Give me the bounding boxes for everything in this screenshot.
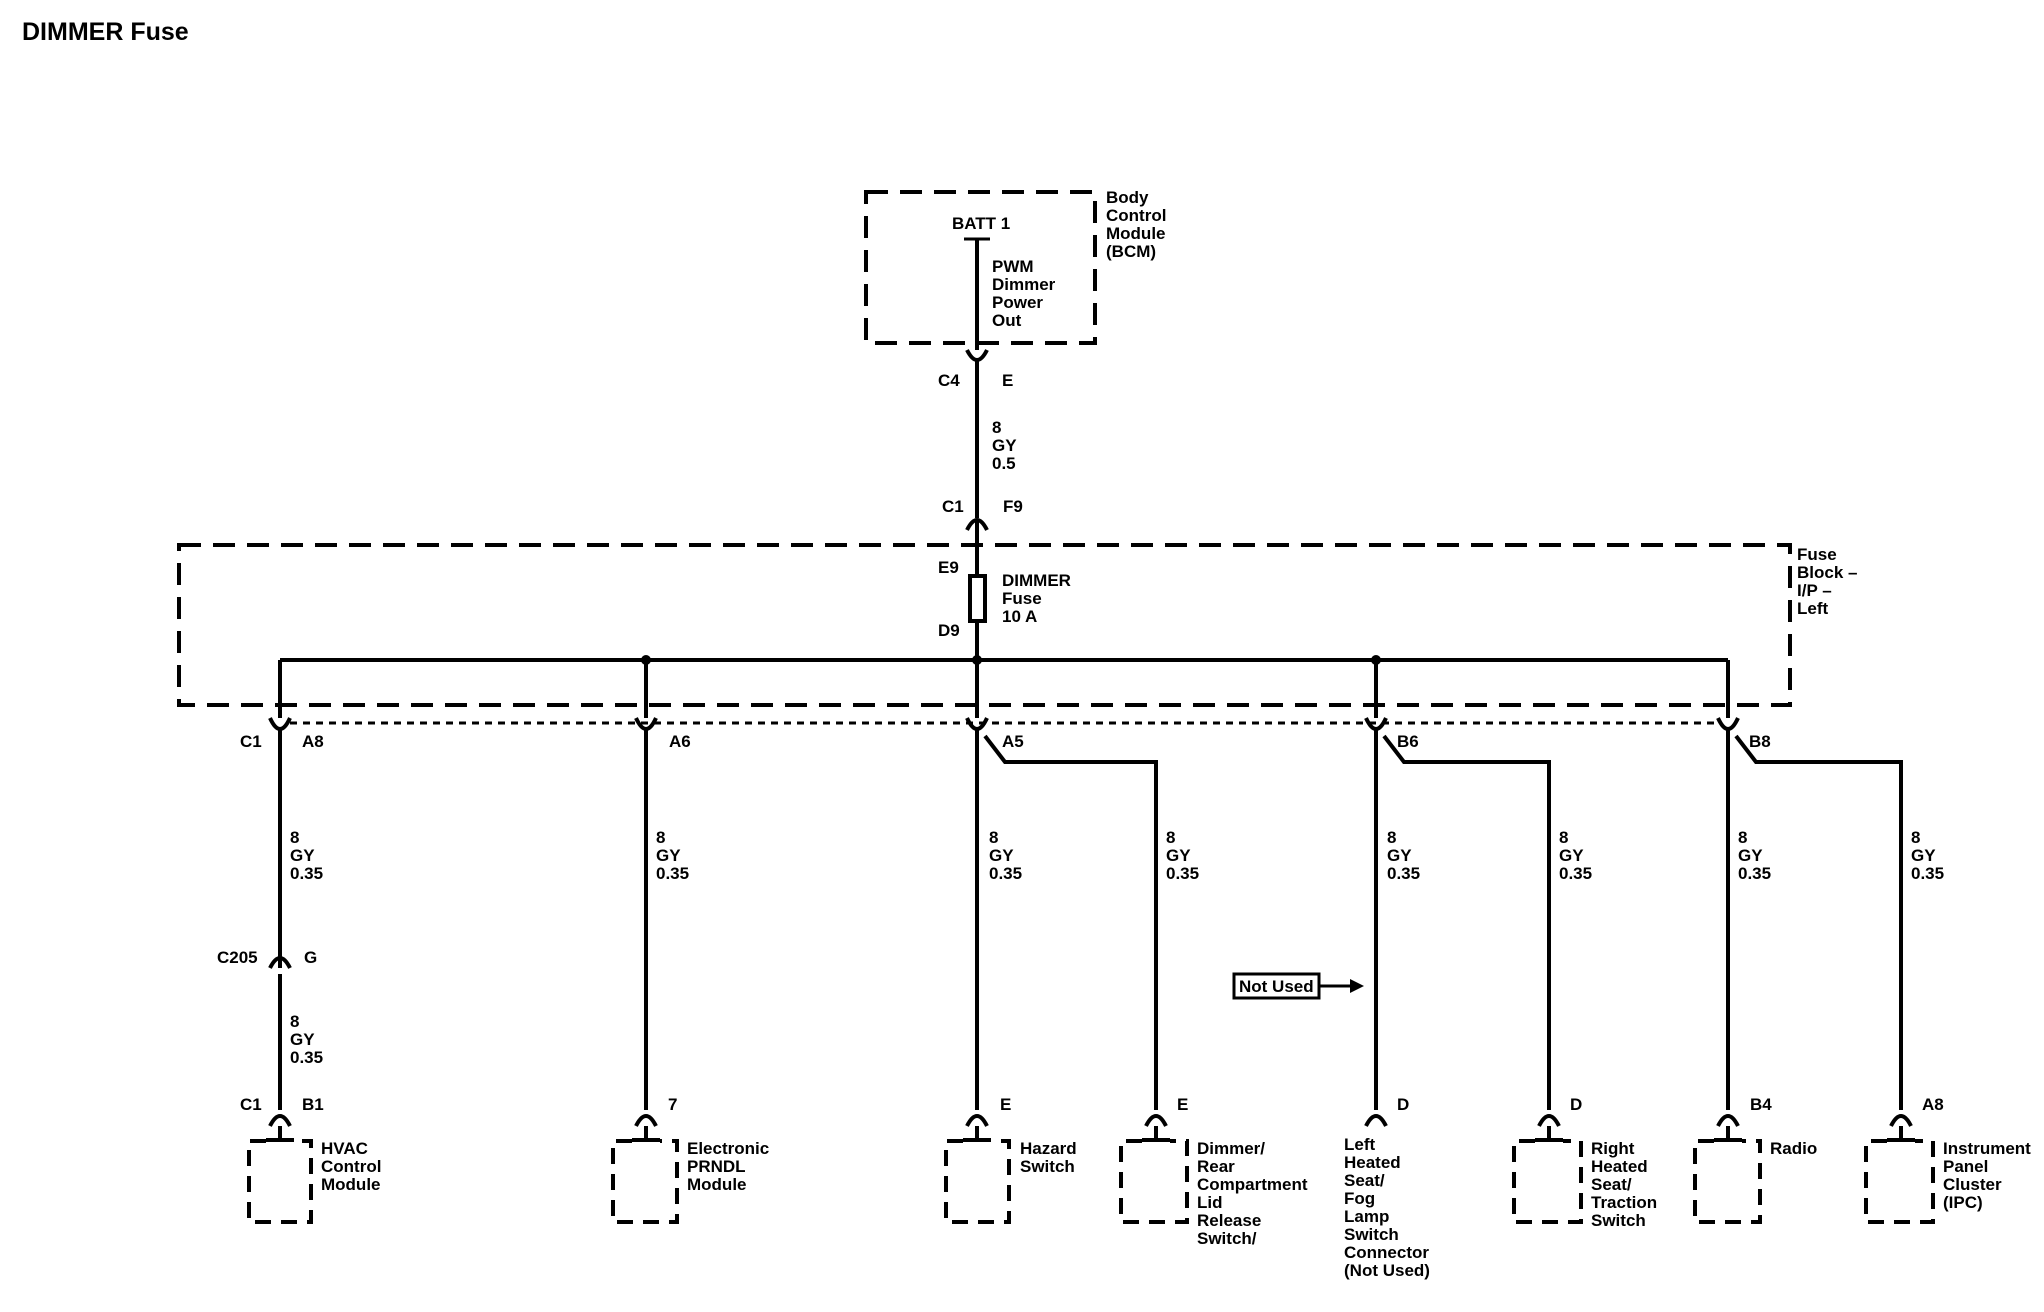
branch-7-wire-label: 8 GY 0.35: [1738, 828, 1771, 883]
connector-c205-female: [268, 956, 292, 969]
branch-5-end-pin-label: D: [1397, 1095, 1409, 1114]
branch-4-end-pin-label: E: [1177, 1095, 1188, 1114]
fuse-top-terminal-label: E9: [938, 558, 959, 577]
connector-c1-a5-female: [965, 717, 989, 731]
branch-7-end-pin-label: B4: [1750, 1095, 1772, 1114]
branch-dimmer-rear-wire: [983, 734, 1158, 1110]
branch-3-pin-label: A5: [1002, 732, 1024, 751]
connector-c205-pin-label: G: [304, 948, 317, 967]
dimmer-rear-switch-label: Dimmer/ Rear Compartment Lid Release Swi…: [1197, 1139, 1312, 1248]
connector-c4-label: C4: [938, 371, 960, 390]
left-seat-connector-label: Left Heated Seat/ Fog Lamp Switch Connec…: [1344, 1135, 1434, 1280]
radio-connector-female: [1716, 1114, 1740, 1127]
dimmer-fuse-label: DIMMER Fuse 10 A: [1002, 571, 1076, 626]
left-seat-connector-female: [1364, 1114, 1388, 1127]
prndl-connector-female: [634, 1114, 658, 1127]
right-seat-switch-label: Right Heated Seat/ Traction Switch: [1591, 1139, 1662, 1230]
bcm-label: Body Control Module (BCM): [1106, 188, 1171, 261]
branch-1-wire-label: 8 GY 0.35: [290, 828, 323, 883]
hvac-module-label: HVAC Control Module: [321, 1139, 386, 1194]
not-used-arrow-head: [1350, 979, 1364, 993]
bcm-wire-label: 8 GY 0.5: [992, 418, 1021, 473]
right-seat-switch-box: [1512, 1139, 1583, 1224]
connector-c1-f9-pin-label: F9: [1003, 497, 1023, 516]
prndl-module-label: Electronic PRNDL Module: [687, 1139, 774, 1194]
radio-label: Radio: [1770, 1139, 1817, 1158]
branch-5-pin-label: B6: [1397, 732, 1419, 751]
branch-right-seat-wire: [1382, 734, 1551, 1110]
prndl-module-box: [611, 1139, 679, 1224]
right-seat-connector-female: [1537, 1114, 1561, 1127]
dimmer-rear-connector-female: [1144, 1114, 1168, 1127]
fuse-bottom-terminal-label: D9: [938, 621, 960, 640]
fuse-block-box: [177, 543, 1792, 707]
ipc-connector-female: [1889, 1114, 1913, 1127]
dimmer-fuse-symbol: [968, 574, 987, 623]
connector-c1-b8-female: [1716, 717, 1740, 731]
dimmer-rear-switch-box: [1119, 1139, 1189, 1224]
branch-6-wire-label: 8 GY 0.35: [1559, 828, 1592, 883]
branch-4-wire-label: 8 GY 0.35: [1166, 828, 1199, 883]
radio-box: [1693, 1139, 1762, 1224]
branch-ipc-wire: [1734, 734, 1903, 1110]
branch-1-end-conn-label: C1: [240, 1095, 262, 1114]
connector-c1-f9-label: C1: [942, 497, 964, 516]
branch-1-end-pin-label: B1: [302, 1095, 324, 1114]
connector-c205-label: C205: [217, 948, 258, 967]
branch-7-pin-label: B8: [1749, 732, 1771, 751]
branch-5-wire-label: 8 GY 0.35: [1387, 828, 1420, 883]
bcm-circuit-label: PWM Dimmer Power Out: [992, 257, 1060, 330]
not-used-label: Not Used: [1239, 977, 1314, 996]
page-title: DIMMER Fuse: [22, 18, 189, 46]
connector-c4-pin-label: E: [1002, 371, 1013, 390]
connector-c1-a8-female: [268, 717, 292, 731]
branch-1-pin-label: A8: [302, 732, 324, 751]
branch-2-pin-label: A6: [669, 732, 691, 751]
hvac-connector-female: [268, 1114, 292, 1127]
ipc-box: [1864, 1139, 1935, 1224]
bcm-terminal-label: BATT 1: [952, 214, 1010, 233]
fuse-block-label: Fuse Block – I/P – Left: [1797, 545, 1862, 618]
branch-8-end-pin-label: A8: [1922, 1095, 1944, 1114]
branch-3-wire-label: 8 GY 0.35: [989, 828, 1022, 883]
branch-2-end-pin-label: 7: [668, 1095, 677, 1114]
connector-c4-female: [965, 349, 989, 362]
hazard-switch-label: Hazard Switch: [1020, 1139, 1081, 1176]
hazard-connector-female: [965, 1114, 989, 1127]
branch-3-end-pin-label: E: [1000, 1095, 1011, 1114]
hvac-module-box: [247, 1139, 313, 1224]
ipc-label: Instrument Panel Cluster (IPC): [1943, 1139, 2036, 1212]
component-connectors: [266, 1114, 1915, 1142]
branch-8-wire-label: 8 GY 0.35: [1911, 828, 1944, 883]
bcm-box: [864, 190, 1097, 345]
component-boxes: [247, 1139, 1935, 1224]
branch-1-conn-label: C1: [240, 732, 262, 751]
hazard-switch-box: [944, 1139, 1011, 1224]
branch-6-end-pin-label: D: [1570, 1095, 1582, 1114]
branch-1-inline-wire-label: 8 GY 0.35: [290, 1012, 323, 1067]
branch-2-wire-label: 8 GY 0.35: [656, 828, 689, 883]
